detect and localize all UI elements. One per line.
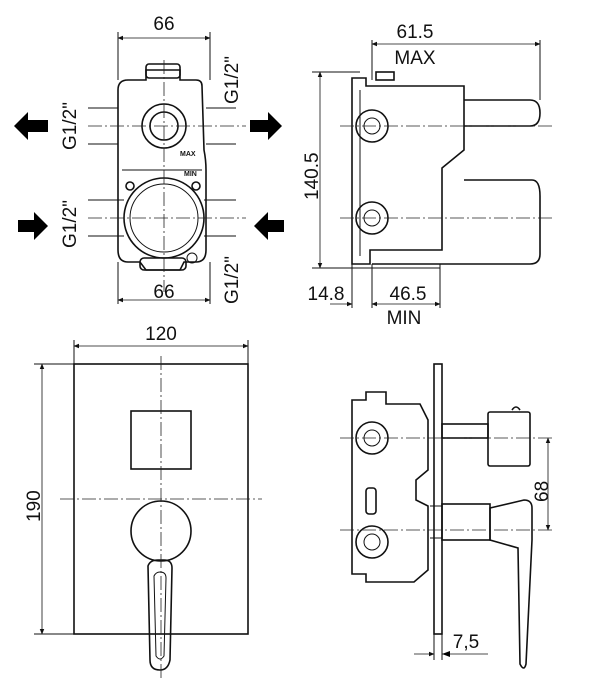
valve-body-front-view: 66 MAX MIN G1/2" G1/2"	[14, 14, 284, 304]
bottom-port-cap	[139, 257, 187, 271]
arrow-left-outlet-icon	[14, 112, 48, 140]
dim-min-depth: 46.5	[390, 284, 427, 305]
label-min: MIN	[387, 308, 422, 329]
arrow-right-outlet-icon	[254, 212, 284, 240]
bottom-plug	[186, 252, 198, 264]
max-cartridge-cylinder	[464, 99, 541, 127]
dim-handle-height: 68	[532, 481, 553, 502]
side-top-cap	[375, 71, 395, 81]
installed-body-outline	[351, 391, 429, 583]
dim-max-depth: 61.5	[397, 22, 434, 43]
thread-label-right-lower: G1/2"	[222, 256, 243, 304]
dim-offset: 14.8	[308, 284, 345, 305]
engraving-min: MIN	[184, 171, 197, 178]
dim-plate-thickness: 7,5	[453, 632, 479, 653]
arrow-left-inlet-icon	[18, 212, 48, 240]
installed-plug	[365, 487, 377, 515]
lever-handle-inner	[153, 571, 167, 660]
installed-lower-port-inner	[363, 533, 381, 551]
dim-bottom-width: 66	[153, 282, 174, 303]
thread-label-left-lower: G1/2"	[60, 200, 81, 248]
arrow-right-inlet-icon	[250, 112, 282, 140]
dim-plate-width: 120	[145, 324, 177, 345]
screw-hole	[125, 181, 135, 191]
dim-plate-height: 190	[24, 490, 45, 522]
cover-plate-front-view: 120 190	[24, 324, 262, 680]
valve-body-outline	[117, 69, 207, 271]
thread-label-left-upper: G1/2"	[60, 102, 81, 150]
dim-arrowhead	[442, 651, 450, 657]
installed-cover-plate	[433, 363, 443, 635]
diverter-knob-side	[487, 411, 531, 467]
lever-side	[489, 499, 533, 669]
installed-lower-port	[355, 525, 389, 559]
diverter-stem	[441, 423, 489, 439]
dim-height: 140.5	[302, 152, 323, 200]
knob-top-nub	[511, 406, 521, 411]
label-max: MAX	[394, 48, 436, 69]
lever-body	[441, 503, 491, 541]
side-body-outline	[351, 77, 465, 265]
screw-hole	[191, 181, 201, 191]
engraving-max: MAX	[180, 151, 196, 158]
min-cartridge-cylinder	[442, 179, 541, 265]
dim-top-width: 66	[153, 14, 174, 35]
top-port-cap	[145, 63, 181, 79]
installed-side-view: 68 7,5	[340, 363, 553, 669]
lever-handle	[147, 559, 173, 671]
valve-body-side-view: 61.5 MAX 140.5 14.8 46.5 MIN	[302, 22, 552, 329]
thread-label-right-upper: G1/2"	[222, 56, 243, 104]
